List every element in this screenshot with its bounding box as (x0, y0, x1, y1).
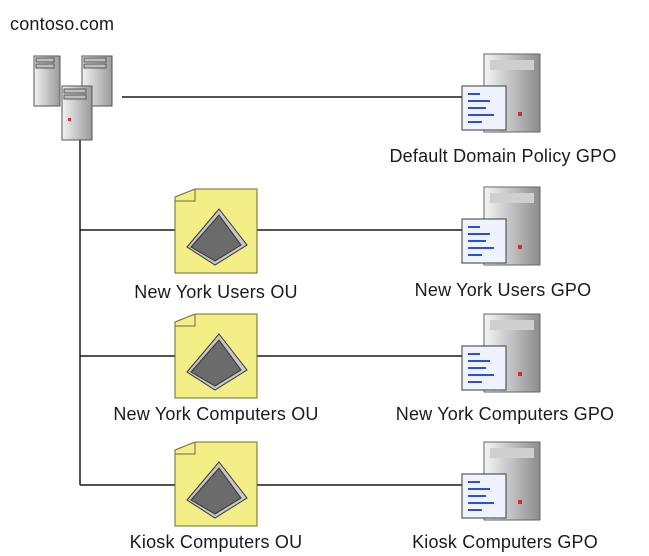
gpo-server-icon (460, 440, 550, 537)
ou-folder-icon (173, 187, 259, 282)
ou-label: Kiosk Computers OU (129, 532, 303, 552)
ou-label: New York Computers OU (113, 404, 319, 424)
gpo-label: New York Users GPO (414, 280, 592, 300)
ou-folder-icon (173, 312, 259, 407)
default-gpo-label: Default Domain Policy GPO (389, 146, 617, 166)
ou-folder-icon (173, 440, 259, 535)
domain-label: contoso.com (10, 14, 115, 34)
ou-label: New York Users OU (134, 282, 298, 302)
gpo-label: New York Computers GPO (395, 404, 615, 424)
gpo-server-icon (460, 185, 550, 282)
servers-icon (32, 52, 128, 149)
gpo-label: Kiosk Computers GPO (412, 532, 598, 552)
gpo-server-icon (460, 312, 550, 409)
default-gpo-server-icon (460, 52, 550, 149)
